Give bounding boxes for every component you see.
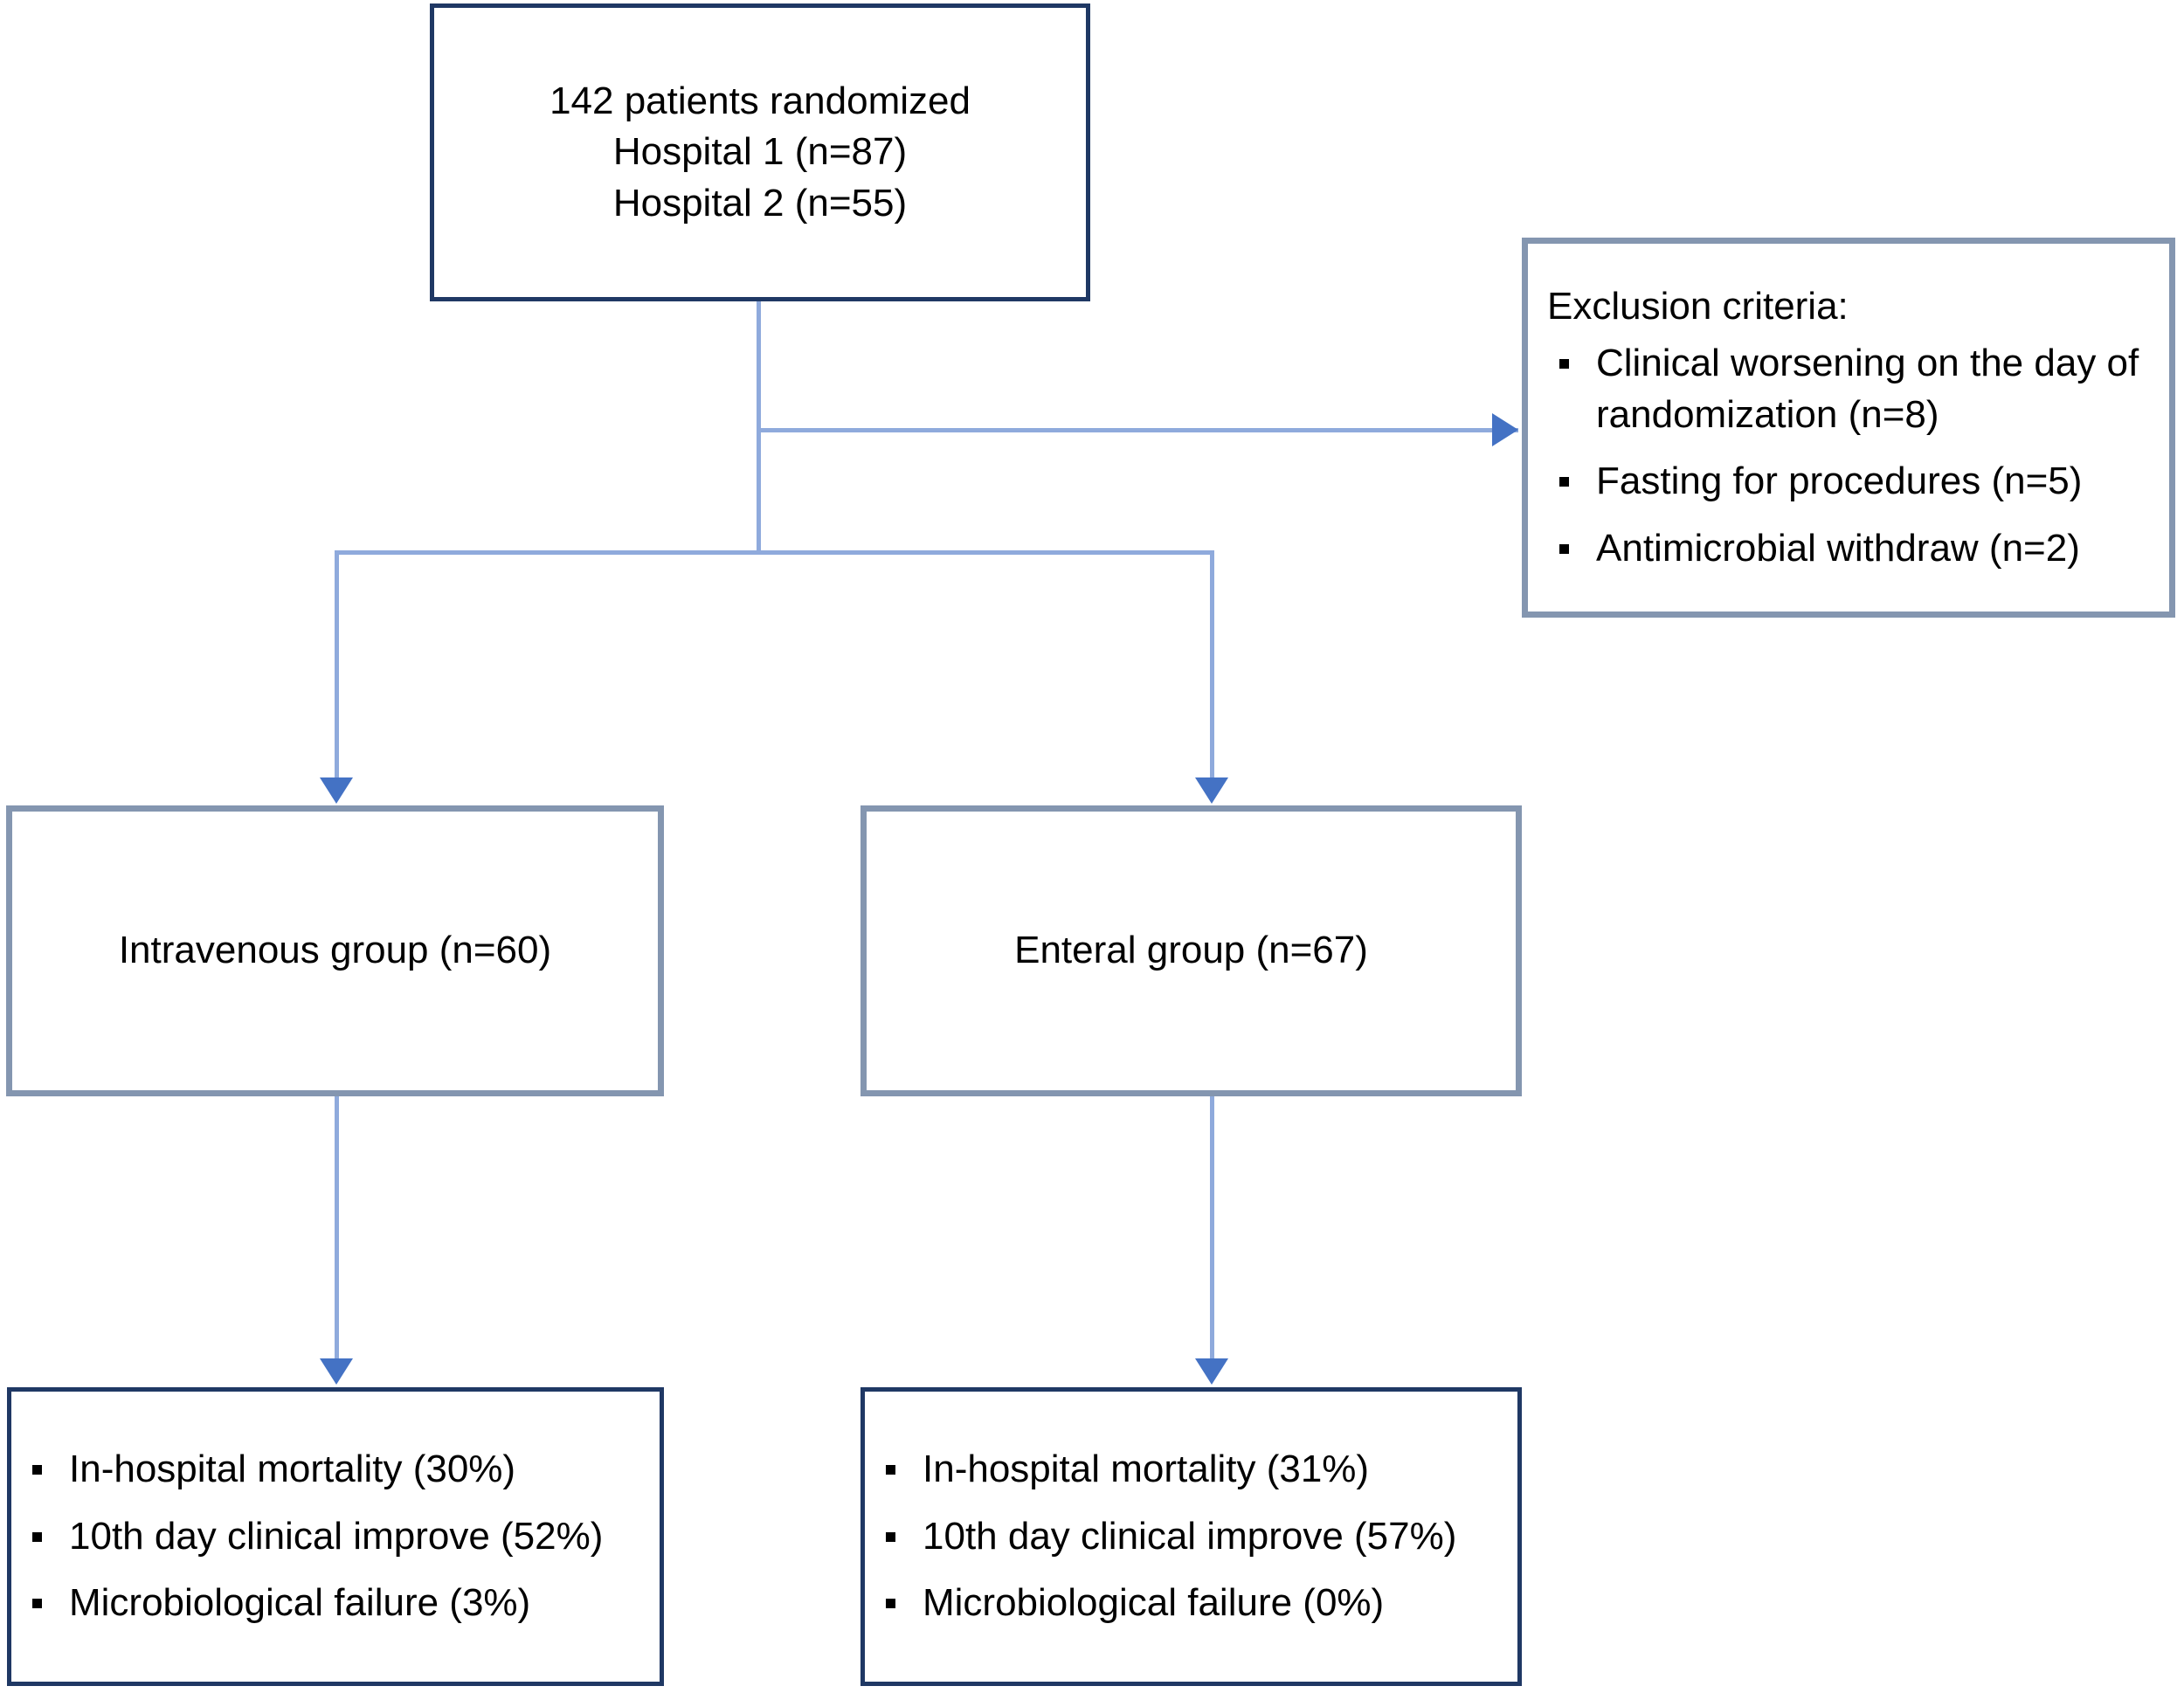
list-item: Microbiological failure (0%)	[874, 1578, 1505, 1629]
list-item: In-hospital mortality (30%)	[20, 1444, 647, 1496]
list-item: Clinical worsening on the day of randomi…	[1547, 338, 2184, 440]
intravenous-group-label: Intravenous group (n=60)	[118, 929, 552, 972]
list-item: Antimicrobial withdraw (n=2)	[1547, 523, 2153, 575]
exclusion-heading: Exclusion criteria:	[1547, 284, 1849, 328]
exclusion-box: Exclusion criteria: Clinical worsening o…	[1522, 238, 2175, 618]
connector-right-allocation-vertical	[1210, 550, 1214, 779]
connector-exclusion-horizontal	[757, 428, 1518, 432]
enrollment-line-total: 142 patients randomized	[549, 79, 971, 123]
enteral-group-label: Enteral group (n=67)	[1014, 929, 1368, 972]
enteral-group-box: Enteral group (n=67)	[860, 805, 1522, 1096]
list-item: Fasting for procedures (n=5)	[1547, 456, 2153, 508]
list-item: 10th day clinical improve (52%)	[20, 1511, 647, 1563]
arrowhead-left-allocation	[320, 777, 353, 804]
arrowhead-right-allocation	[1195, 777, 1228, 804]
enrollment-line-hospital-1: Hospital 1 (n=87)	[612, 130, 908, 174]
enteral-outcomes-list: In-hospital mortality (31%) 10th day cli…	[874, 1444, 1505, 1629]
list-item: In-hospital mortality (31%)	[874, 1444, 1505, 1496]
exclusion-criteria-list: Clinical worsening on the day of randomi…	[1547, 338, 2153, 574]
intravenous-group-box: Intravenous group (n=60)	[6, 805, 664, 1096]
connector-split-horizontal	[335, 550, 1212, 555]
connector-trunk-vertical	[757, 301, 761, 553]
connector-left-allocation-vertical	[335, 550, 339, 779]
list-item: 10th day clinical improve (57%)	[874, 1511, 1505, 1563]
arrowhead-left-outcome	[320, 1358, 353, 1385]
enteral-outcomes-box: In-hospital mortality (31%) 10th day cli…	[860, 1387, 1522, 1686]
intravenous-outcomes-list: In-hospital mortality (30%) 10th day cli…	[20, 1444, 647, 1629]
enrollment-line-hospital-2: Hospital 2 (n=55)	[612, 181, 908, 225]
enrollment-box: 142 patients randomized Hospital 1 (n=87…	[430, 3, 1090, 301]
intravenous-outcomes-box: In-hospital mortality (30%) 10th day cli…	[7, 1387, 664, 1686]
connector-right-outcome-vertical	[1210, 1096, 1214, 1360]
list-item: Microbiological failure (3%)	[20, 1578, 647, 1629]
arrowhead-exclusion	[1492, 413, 1518, 446]
arrowhead-right-outcome	[1195, 1358, 1228, 1385]
connector-left-outcome-vertical	[335, 1096, 339, 1360]
